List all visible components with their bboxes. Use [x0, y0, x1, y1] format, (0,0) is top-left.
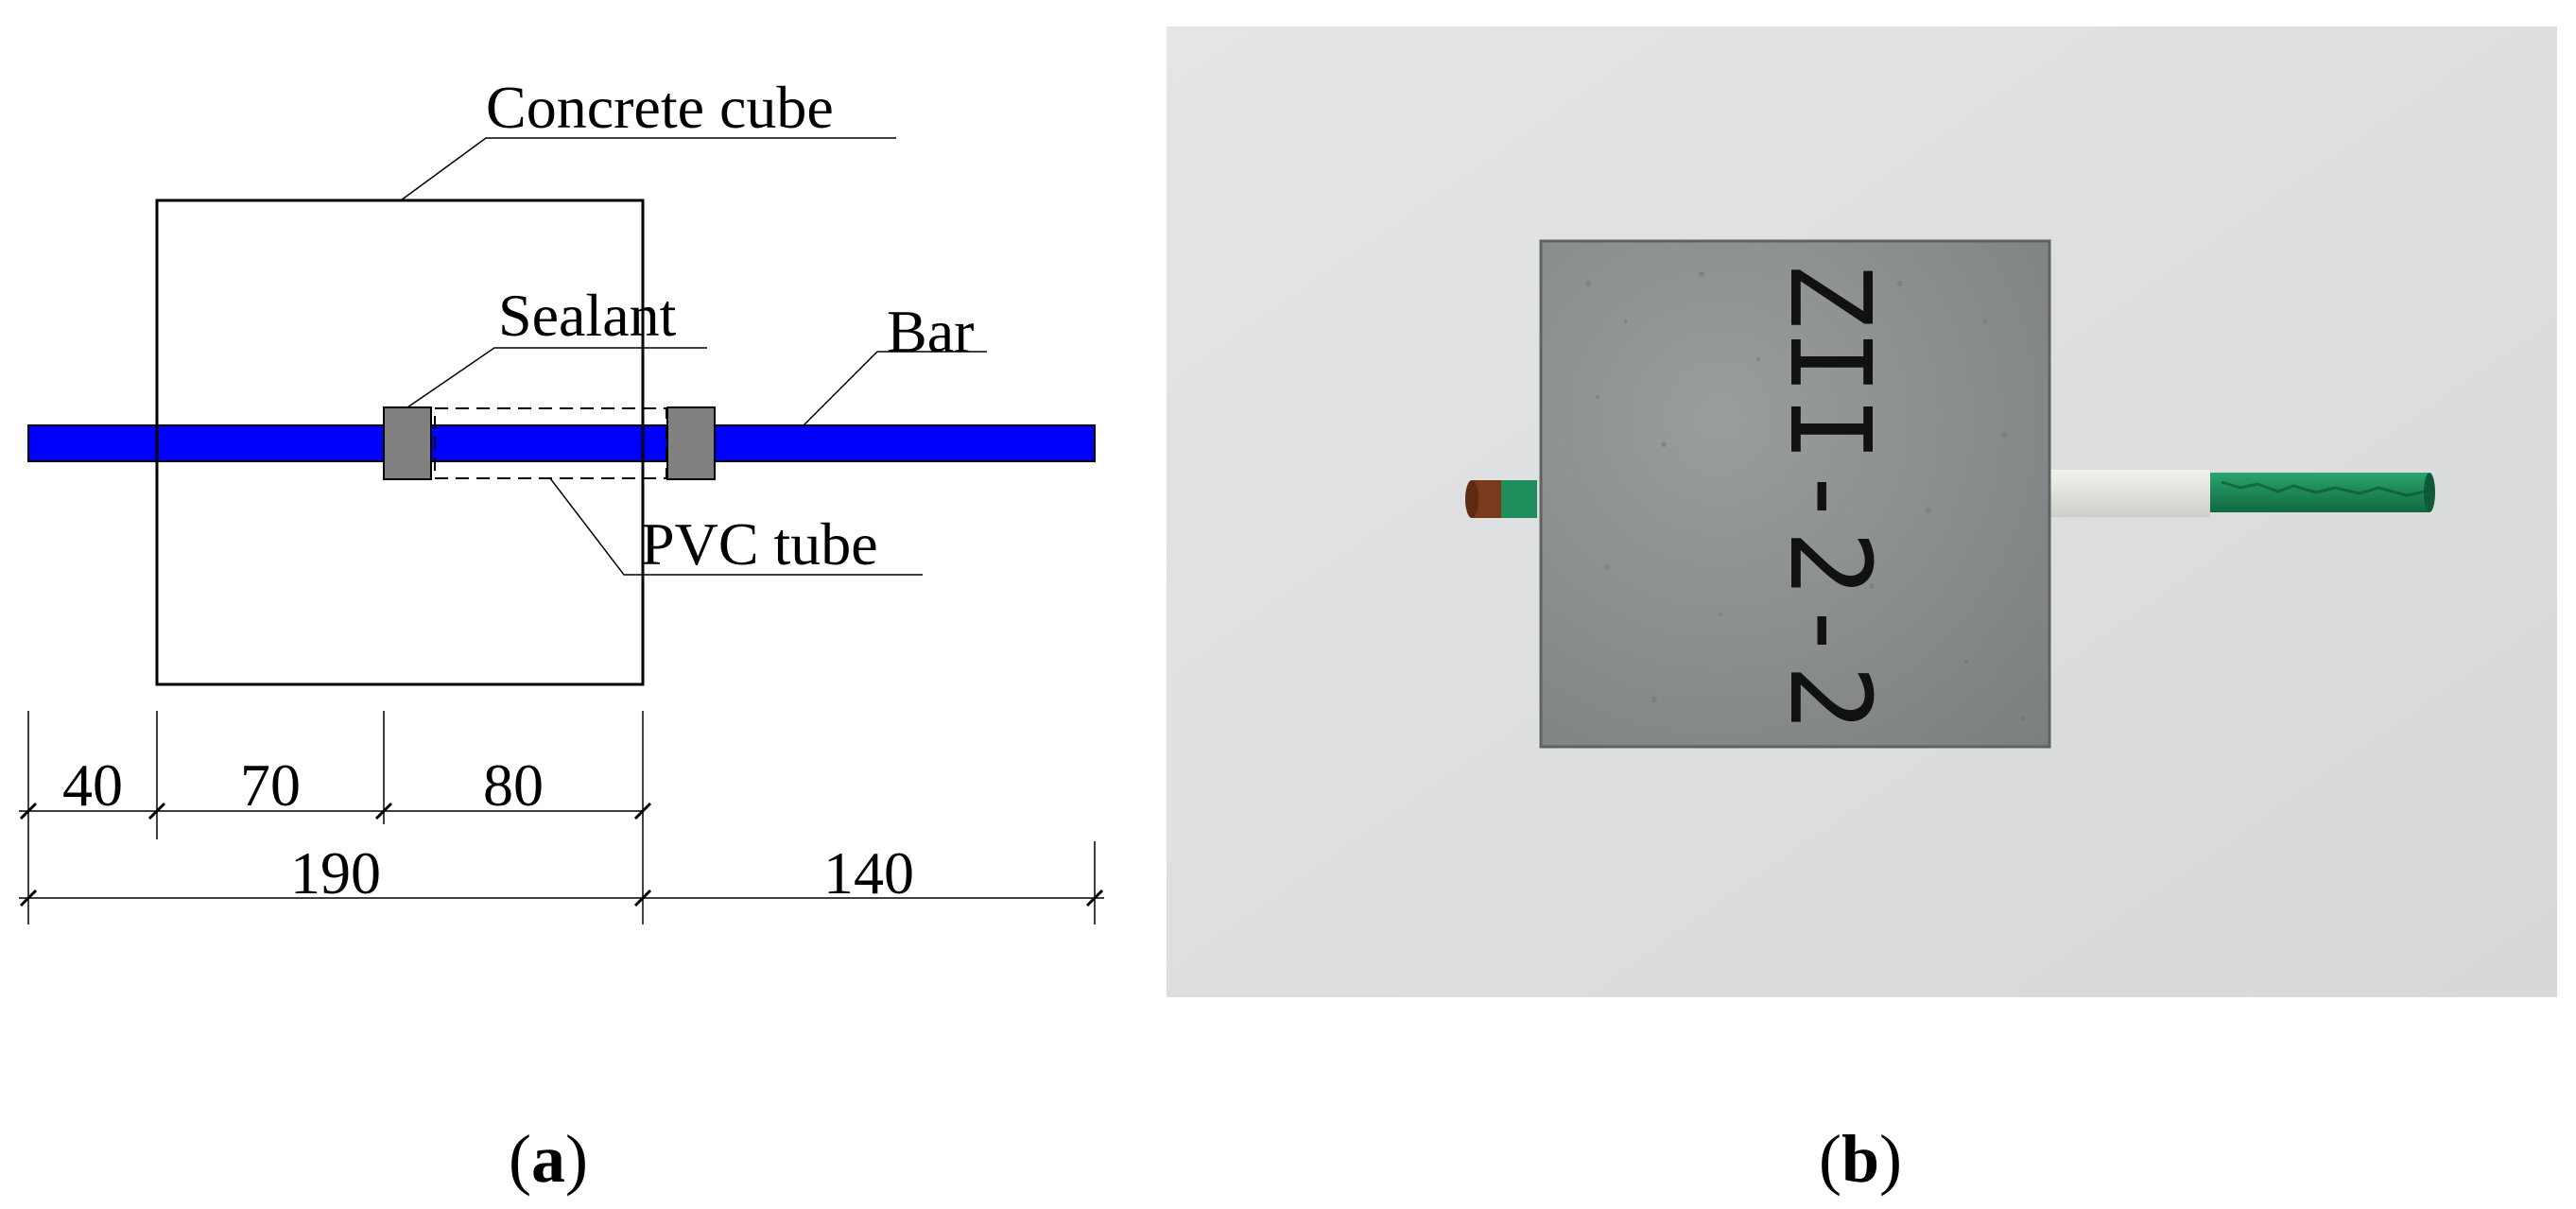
label-pvc-tube: PVC tube	[641, 510, 878, 578]
label-concrete-cube: Concrete cube	[486, 74, 834, 141]
label-sealant: Sealant	[498, 282, 677, 349]
specimen-cube	[1541, 241, 2049, 747]
steel-bar	[27, 424, 1096, 462]
bar-left-end	[1465, 480, 1478, 518]
leader-sealant	[406, 347, 707, 408]
dimension-140: 140	[823, 839, 914, 907]
sealant-left	[383, 406, 432, 480]
leader-pvc-tube	[549, 477, 923, 576]
concrete-texture	[1585, 271, 2025, 720]
concrete-cube-outline	[155, 199, 645, 686]
dimension-80: 80	[483, 751, 544, 819]
dimension-70: 70	[240, 751, 301, 819]
caption-b-letter: b	[1841, 1121, 1879, 1197]
caption-b: (b)	[1819, 1121, 1902, 1197]
specimen-marking: ZII-2-2	[1765, 261, 1895, 731]
label-bar: Bar	[887, 298, 974, 365]
caption-a-letter: a	[531, 1121, 565, 1197]
pvc-tube-exposed	[2046, 470, 2210, 517]
caption-a: (a)	[509, 1121, 588, 1197]
dimension-row-1	[19, 711, 652, 839]
leader-concrete-cube	[400, 137, 896, 201]
sealant-right	[666, 406, 716, 480]
panel-b-photograph: ZII-2-2 (b)	[1167, 26, 2557, 1197]
specimen-cube-edge	[1539, 239, 2051, 749]
dimension-190: 190	[290, 839, 381, 907]
bar-right-end	[2424, 473, 2435, 512]
bar-right-texture	[2221, 480, 2427, 497]
panel-a-schematic: Concrete cube Sealant Bar PVC tube 40 70…	[19, 74, 1104, 1197]
dimension-40: 40	[62, 751, 123, 819]
dimension-row-2	[19, 824, 1104, 924]
leader-bar	[803, 351, 987, 426]
